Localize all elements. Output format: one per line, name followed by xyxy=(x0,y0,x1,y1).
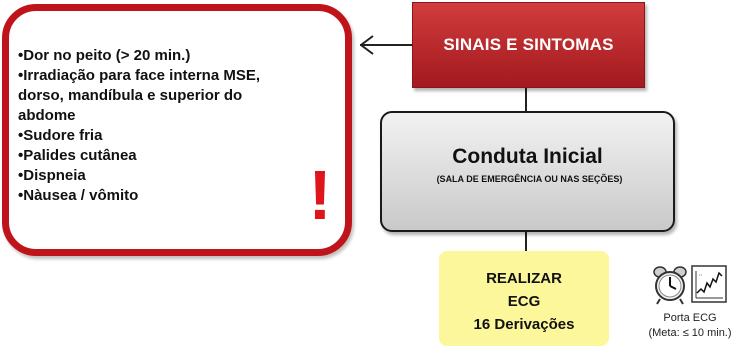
symptom-item: •Dispneia xyxy=(18,167,86,184)
symptom-item: •Sudore fria xyxy=(18,127,103,144)
ecg-line-1: REALIZAR xyxy=(486,270,562,287)
meta-time-label: (Meta: ≤ 10 min.) xyxy=(648,327,732,339)
symptoms-box xyxy=(2,4,352,256)
connector-vertical-top xyxy=(525,88,527,111)
symptom-item: •Nàusea / vômito xyxy=(18,187,139,204)
connector-vertical-bottom xyxy=(525,232,527,251)
symptom-item: •Palides cutânea xyxy=(18,147,137,164)
symptoms-list: •Dor no peito (> 20 min.) •Irradiação pa… xyxy=(18,46,338,206)
signs-symptoms-label: SINAIS E SINTOMAS xyxy=(443,35,614,54)
conduta-inicial-box: Conduta Inicial (SALA DE EMERGÊNCIA OU N… xyxy=(380,111,675,232)
alarm-clock-icon xyxy=(653,266,687,305)
symptom-item: •Dor no peito (> 20 min.) xyxy=(18,47,191,64)
exclamation-icon: ! xyxy=(308,156,332,234)
ecg-chart-icon xyxy=(691,265,727,303)
conduta-subtitle: (SALA DE EMERGÊNCIA OU NAS SEÇÕES) xyxy=(436,174,623,184)
ecg-box: REALIZAR ECG 16 Derivações xyxy=(439,251,609,346)
ecg-line-3: 16 Derivações xyxy=(473,316,575,333)
connector-horizontal xyxy=(360,44,412,46)
porta-ecg-label: Porta ECG xyxy=(663,312,717,324)
signs-symptoms-box: SINAIS E SINTOMAS xyxy=(412,2,645,88)
symptom-item: abdome xyxy=(18,107,76,124)
ecg-line-2: ECG xyxy=(507,293,541,310)
symptom-item: dorso, mandíbula e superior do xyxy=(18,87,243,104)
arrow-head-icon xyxy=(360,35,374,55)
symptom-item: •Irradiação para face interna MSE, xyxy=(18,67,261,84)
conduta-title: Conduta Inicial xyxy=(452,145,603,168)
